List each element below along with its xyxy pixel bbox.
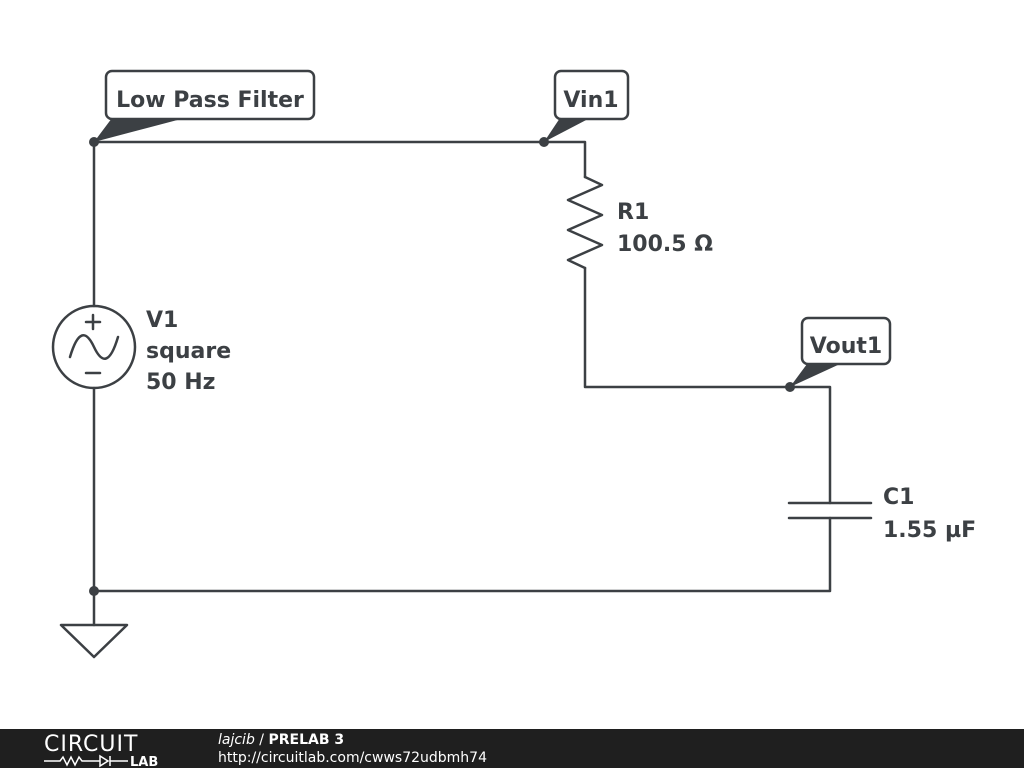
resistor-r1 [566, 175, 604, 270]
voltage-source-v1 [51, 304, 137, 390]
source-type: square [146, 339, 231, 364]
footer-info: lajcib / PRELAB 3 http://circuitlab.com/… [218, 731, 487, 767]
footer-title[interactable]: PRELAB 3 [268, 732, 345, 748]
net-label-vout[interactable]: Vout1 [790, 316, 892, 387]
junction-dot-ground [89, 586, 99, 596]
source-name: V1 [146, 308, 178, 333]
resistor-value: 100.5 Ω [617, 232, 713, 257]
net-label-vout-text: Vout1 [810, 334, 882, 359]
logo-diode-icon [99, 754, 111, 768]
source-frequency: 50 Hz [146, 370, 216, 395]
sine-wave-icon [68, 334, 120, 360]
wire-top [92, 140, 587, 179]
wire-bottom [92, 516, 832, 593]
logo-resistor-icon [44, 755, 100, 767]
circuit-schematic: Low Pass Filter Vin1 Vout1 R1 100.5 Ω V1… [51, 69, 976, 659]
footer-url[interactable]: http://circuitlab.com/cwws72udbmh74 [218, 750, 487, 766]
capacitor-name: C1 [883, 485, 914, 510]
ground-symbol [59, 623, 129, 659]
footer-author[interactable]: lajcib [218, 732, 255, 748]
net-label-vin-text: Vin1 [563, 88, 618, 113]
net-label-low-pass[interactable]: Low Pass Filter [94, 69, 316, 142]
footer-bar: CIRCUIT LAB lajcib / PRELAB 3 http://cir… [0, 729, 1024, 768]
capacitor-value: 1.55 µF [883, 518, 976, 543]
logo-lab-text: LAB [130, 755, 158, 768]
wire-r1-vout [583, 266, 832, 505]
footer-separator: / [254, 732, 269, 748]
net-label-vin[interactable]: Vin1 [544, 69, 630, 142]
resistor-name: R1 [617, 200, 649, 225]
circuitlab-logo[interactable]: CIRCUIT LAB [0, 729, 200, 768]
logo-circuit-text: CIRCUIT [44, 732, 138, 757]
net-label-low-pass-text: Low Pass Filter [116, 88, 304, 113]
